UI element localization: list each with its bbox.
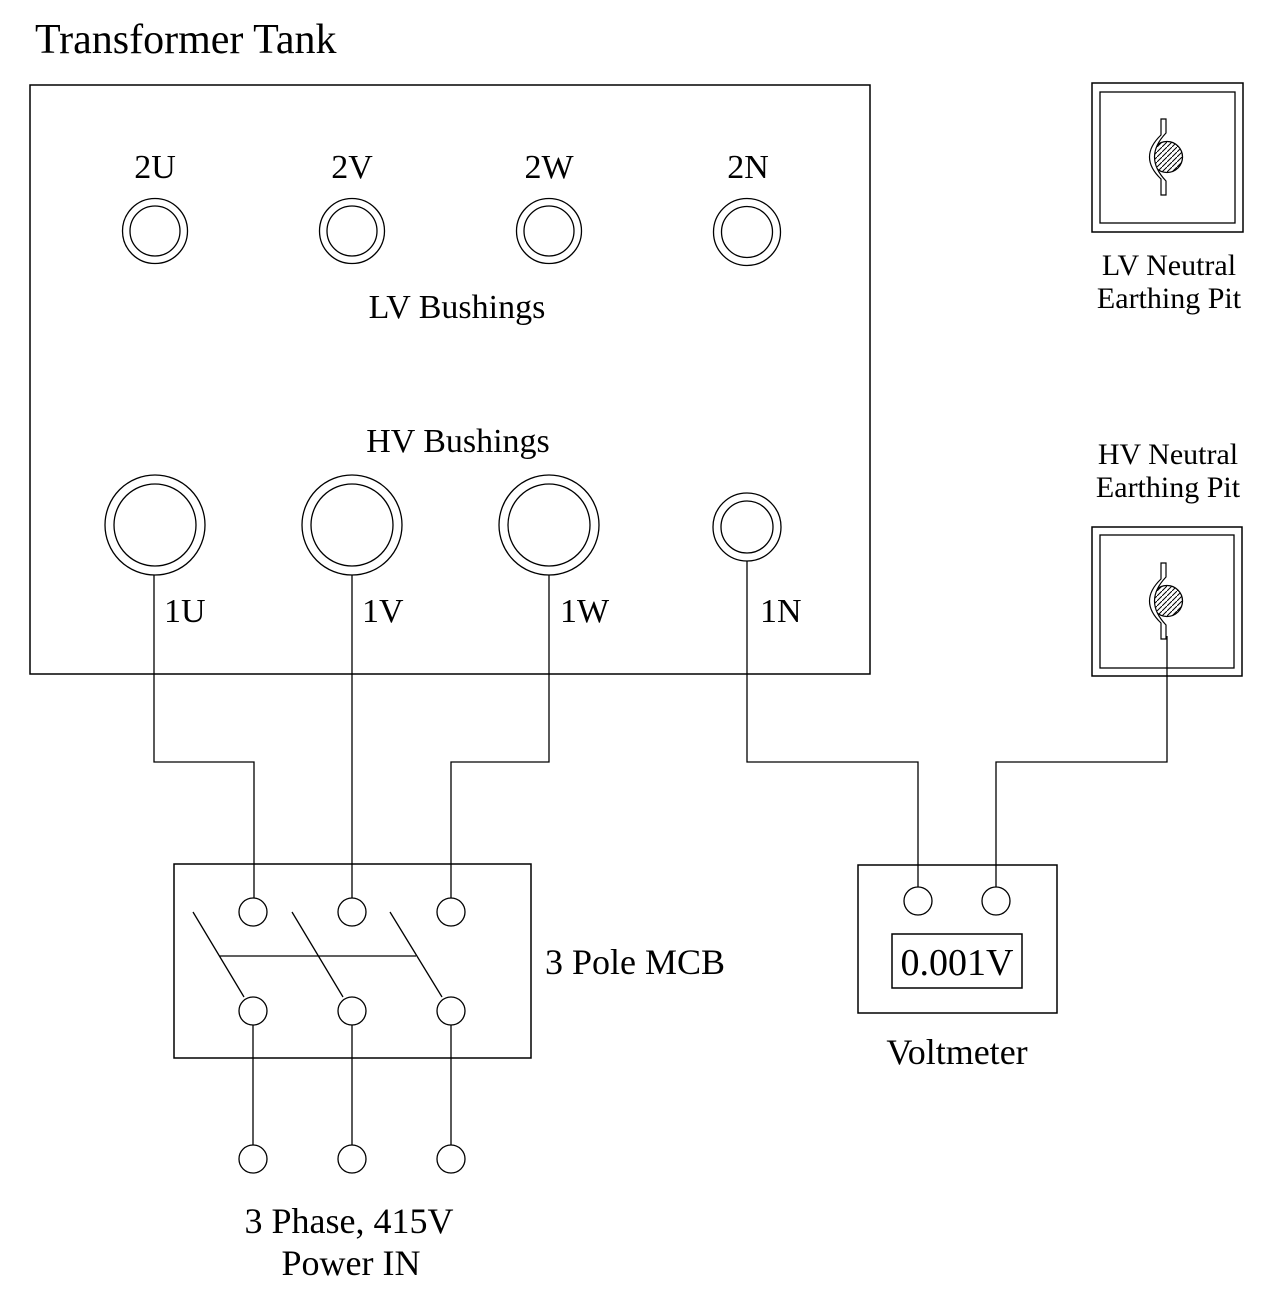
wire-1n-to-voltmeter — [746, 561, 919, 887]
lv-bushing-label-2u: 2U — [134, 149, 176, 186]
mcb-switch-blade-3 — [389, 911, 443, 998]
mcb-top-terminal-2 — [337, 897, 367, 927]
hv-pit-label-line2: Earthing Pit — [1096, 471, 1241, 504]
hv-earthing-pit — [1091, 526, 1243, 677]
diagram-title: Transformer Tank — [35, 17, 337, 63]
earth-electrode-icon — [1148, 562, 1184, 640]
hv-pit-label-line1: HV Neutral — [1098, 438, 1238, 471]
mcb-label: 3 Pole MCB — [545, 942, 725, 982]
mcb-bottom-terminal-3 — [436, 996, 466, 1026]
lv-bushing-label-2v: 2V — [331, 149, 373, 186]
mcb-box — [173, 863, 532, 1059]
mcb-switch-blade-2 — [291, 911, 344, 998]
hv-bushing-1w — [498, 474, 600, 576]
wire-1w-to-mcb — [450, 575, 550, 898]
hv-bushing-label-1w: 1W — [560, 593, 610, 630]
wire-hv-pit-to-voltmeter — [995, 636, 1168, 887]
mcb-top-terminal-3 — [436, 897, 466, 927]
power-in-label-line1: 3 Phase, 415V — [245, 1201, 454, 1241]
wire-1u-to-mcb — [153, 575, 255, 898]
power-in-terminal-1 — [238, 1144, 268, 1174]
lv-pit-label-line1: LV Neutral — [1102, 249, 1236, 282]
hv-bushings-section-label: HV Bushings — [366, 423, 550, 460]
lv-bushing-2w — [515, 197, 583, 265]
voltmeter-reading: 0.001V — [901, 942, 1015, 984]
mcb-switch-blade-1 — [192, 911, 245, 998]
lv-bushing-2u — [121, 197, 189, 265]
hv-bushing-label-1v: 1V — [362, 593, 404, 630]
lv-bushing-2v — [318, 197, 386, 265]
lv-bushing-label-2w: 2W — [524, 149, 574, 186]
mcb-bottom-terminal-1 — [238, 996, 268, 1026]
lv-earthing-pit — [1091, 82, 1244, 233]
mcb-bottom-terminal-2 — [337, 996, 367, 1026]
power-in-terminal-3 — [436, 1144, 466, 1174]
transformer-tank-outline — [29, 84, 871, 675]
earth-electrode-icon — [1148, 118, 1184, 196]
hv-bushing-label-1n: 1N — [760, 593, 802, 630]
lv-bushing-2n — [712, 197, 782, 267]
mcb-top-terminal-1 — [238, 897, 268, 927]
lv-bushing-label-2n: 2N — [727, 149, 769, 186]
hv-bushing-1v — [301, 474, 403, 576]
voltmeter-terminal-2 — [981, 886, 1011, 916]
power-in-terminal-2 — [337, 1144, 367, 1174]
hv-bushing-1n — [712, 492, 782, 562]
power-in-label-line2: Power IN — [282, 1243, 421, 1283]
lv-pit-label-line2: Earthing Pit — [1097, 282, 1242, 315]
voltmeter-label: Voltmeter — [886, 1032, 1027, 1072]
voltmeter-terminal-1 — [903, 886, 933, 916]
hv-bushing-label-1u: 1U — [164, 593, 206, 630]
lv-bushings-section-label: LV Bushings — [369, 289, 546, 326]
voltmeter-display — [891, 933, 1023, 989]
voltmeter-box: 0.001V — [857, 864, 1058, 1014]
hv-bushing-1u — [104, 474, 206, 576]
